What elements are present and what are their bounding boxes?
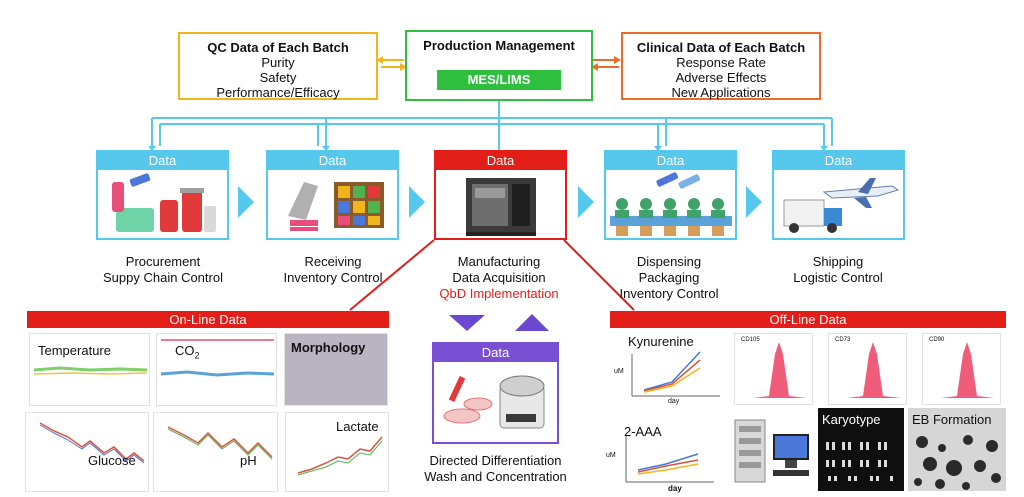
kynurenine-label: Kynurenine bbox=[628, 334, 694, 349]
packaging-line-icon bbox=[606, 170, 735, 238]
ph-panel: pH bbox=[153, 412, 278, 492]
2aaa-label: 2-AAA bbox=[624, 424, 662, 439]
eb-formation-label: EB Formation bbox=[912, 412, 992, 427]
qc-line-efficacy: Performance/Efficacy bbox=[216, 85, 340, 100]
caption-differentiation: Directed Differentiation Wash and Concen… bbox=[402, 453, 589, 485]
co2-text: CO bbox=[175, 343, 195, 358]
flow-label-cd105: CD105 bbox=[741, 337, 760, 343]
morphology-label: Morphology bbox=[291, 340, 366, 355]
caption-line: Manufacturing bbox=[457, 254, 541, 269]
co2-label: CO2 bbox=[175, 343, 200, 361]
production-title: Production Management bbox=[423, 38, 575, 53]
stage-differentiation: Data bbox=[432, 342, 559, 444]
production-management-box: Production Management bbox=[405, 30, 593, 101]
clinical-line-adverse: Adverse Effects bbox=[675, 70, 767, 85]
flow-cd90-panel: CD90 bbox=[922, 333, 1001, 405]
caption-line: Logistic Control bbox=[793, 270, 883, 285]
stage-header: Data bbox=[268, 152, 397, 170]
qc-line-safety: Safety bbox=[259, 70, 297, 85]
qc-line-purity: Purity bbox=[261, 55, 295, 70]
stage-receiving: Data bbox=[266, 150, 399, 240]
caption-procurement: Procurement Suppy Chain Control bbox=[70, 254, 256, 286]
stage-header: Data bbox=[436, 152, 565, 170]
2aaa-panel: 2-AAA uM day bbox=[602, 416, 720, 494]
caption-line: Packaging bbox=[638, 270, 700, 285]
caption-line: Inventory Control bbox=[619, 286, 719, 301]
flow-label-cd90: CD90 bbox=[929, 337, 945, 343]
caption-line: Suppy Chain Control bbox=[103, 270, 223, 285]
qc-data-box: QC Data of Each Batch Purity Safety Perf… bbox=[178, 32, 378, 100]
qbd-implementation-label: QbD Implementation bbox=[439, 286, 559, 301]
kyn-axis-x: day bbox=[668, 398, 680, 405]
stage-header: Data bbox=[774, 152, 903, 170]
caption-shipping: Shipping Logistic Control bbox=[745, 254, 931, 286]
stage-header: Data bbox=[434, 344, 557, 362]
airplane-truck-icon bbox=[774, 170, 903, 238]
clinical-data-box: Clinical Data of Each Batch Response Rat… bbox=[621, 32, 821, 100]
caption-line: Procurement bbox=[125, 254, 201, 269]
lactate-panel: Lactate bbox=[285, 412, 389, 492]
flow-cd73-panel: CD73 bbox=[828, 333, 907, 405]
centrifuge-dish-icon bbox=[434, 362, 557, 442]
aaa-axis-y: uM bbox=[606, 452, 616, 459]
flow-label-cd73: CD73 bbox=[835, 337, 851, 343]
karyotype-panel: Karyotype bbox=[818, 408, 904, 491]
online-data-bar: On-Line Data bbox=[27, 311, 389, 328]
caption-receiving: Receiving Inventory Control bbox=[240, 254, 426, 286]
clinical-line-response: Response Rate bbox=[676, 55, 766, 70]
kynurenine-panel: Kynurenine uM day bbox=[610, 330, 726, 408]
karyotype-label: Karyotype bbox=[822, 412, 881, 427]
aaa-axis-x: day bbox=[668, 484, 682, 493]
eb-formation-panel: EB Formation bbox=[908, 408, 1006, 491]
mes-lims-badge: MES/LIMS bbox=[437, 70, 561, 90]
up-triangle-icon bbox=[515, 314, 549, 331]
morphology-panel: Morphology bbox=[284, 333, 388, 406]
bioreactor-machine-icon bbox=[436, 170, 565, 238]
caption-line: Data Acquisition bbox=[452, 270, 546, 285]
ph-label: pH bbox=[240, 453, 257, 468]
hplc-computer-icon bbox=[729, 414, 813, 490]
caption-line: Wash and Concentration bbox=[424, 469, 567, 484]
temperature-panel: Temperature bbox=[29, 333, 150, 406]
caption-line: Shipping bbox=[812, 254, 864, 269]
offline-data-bar: Off-Line Data bbox=[610, 311, 1006, 328]
temperature-label: Temperature bbox=[38, 343, 111, 358]
glucose-label: Glucose bbox=[88, 453, 136, 468]
co2-panel: CO2 bbox=[156, 333, 277, 406]
glucose-panel: Glucose bbox=[25, 412, 149, 492]
caption-line: Dispensing bbox=[636, 254, 702, 269]
clinical-line-applications: New Applications bbox=[671, 85, 771, 100]
qc-title: QC Data of Each Batch bbox=[207, 40, 349, 55]
caption-line: Receiving bbox=[304, 254, 362, 269]
stage-header: Data bbox=[606, 152, 735, 170]
barcode-scanner-icon bbox=[268, 170, 397, 238]
co2-subscript: 2 bbox=[194, 350, 200, 361]
lab-supplies-icon bbox=[98, 170, 227, 238]
caption-line: Inventory Control bbox=[283, 270, 383, 285]
stage-header: Data bbox=[98, 152, 227, 170]
caption-line: Directed Differentiation bbox=[429, 453, 562, 468]
stage-shipping: Data bbox=[772, 150, 905, 240]
caption-dispensing: Dispensing Packaging Inventory Control bbox=[576, 254, 762, 302]
stage-dispensing: Data bbox=[604, 150, 737, 240]
lactate-label: Lactate bbox=[336, 419, 379, 434]
down-triangle-icon bbox=[449, 315, 485, 331]
flow-cd105-panel: CD105 bbox=[734, 333, 813, 405]
clinical-title: Clinical Data of Each Batch bbox=[636, 40, 806, 55]
stage-procurement: Data bbox=[96, 150, 229, 240]
stage-manufacturing: Data bbox=[434, 150, 567, 240]
kyn-axis-y: uM bbox=[614, 368, 624, 375]
caption-manufacturing: Manufacturing Data Acquisition QbD Imple… bbox=[406, 254, 592, 302]
